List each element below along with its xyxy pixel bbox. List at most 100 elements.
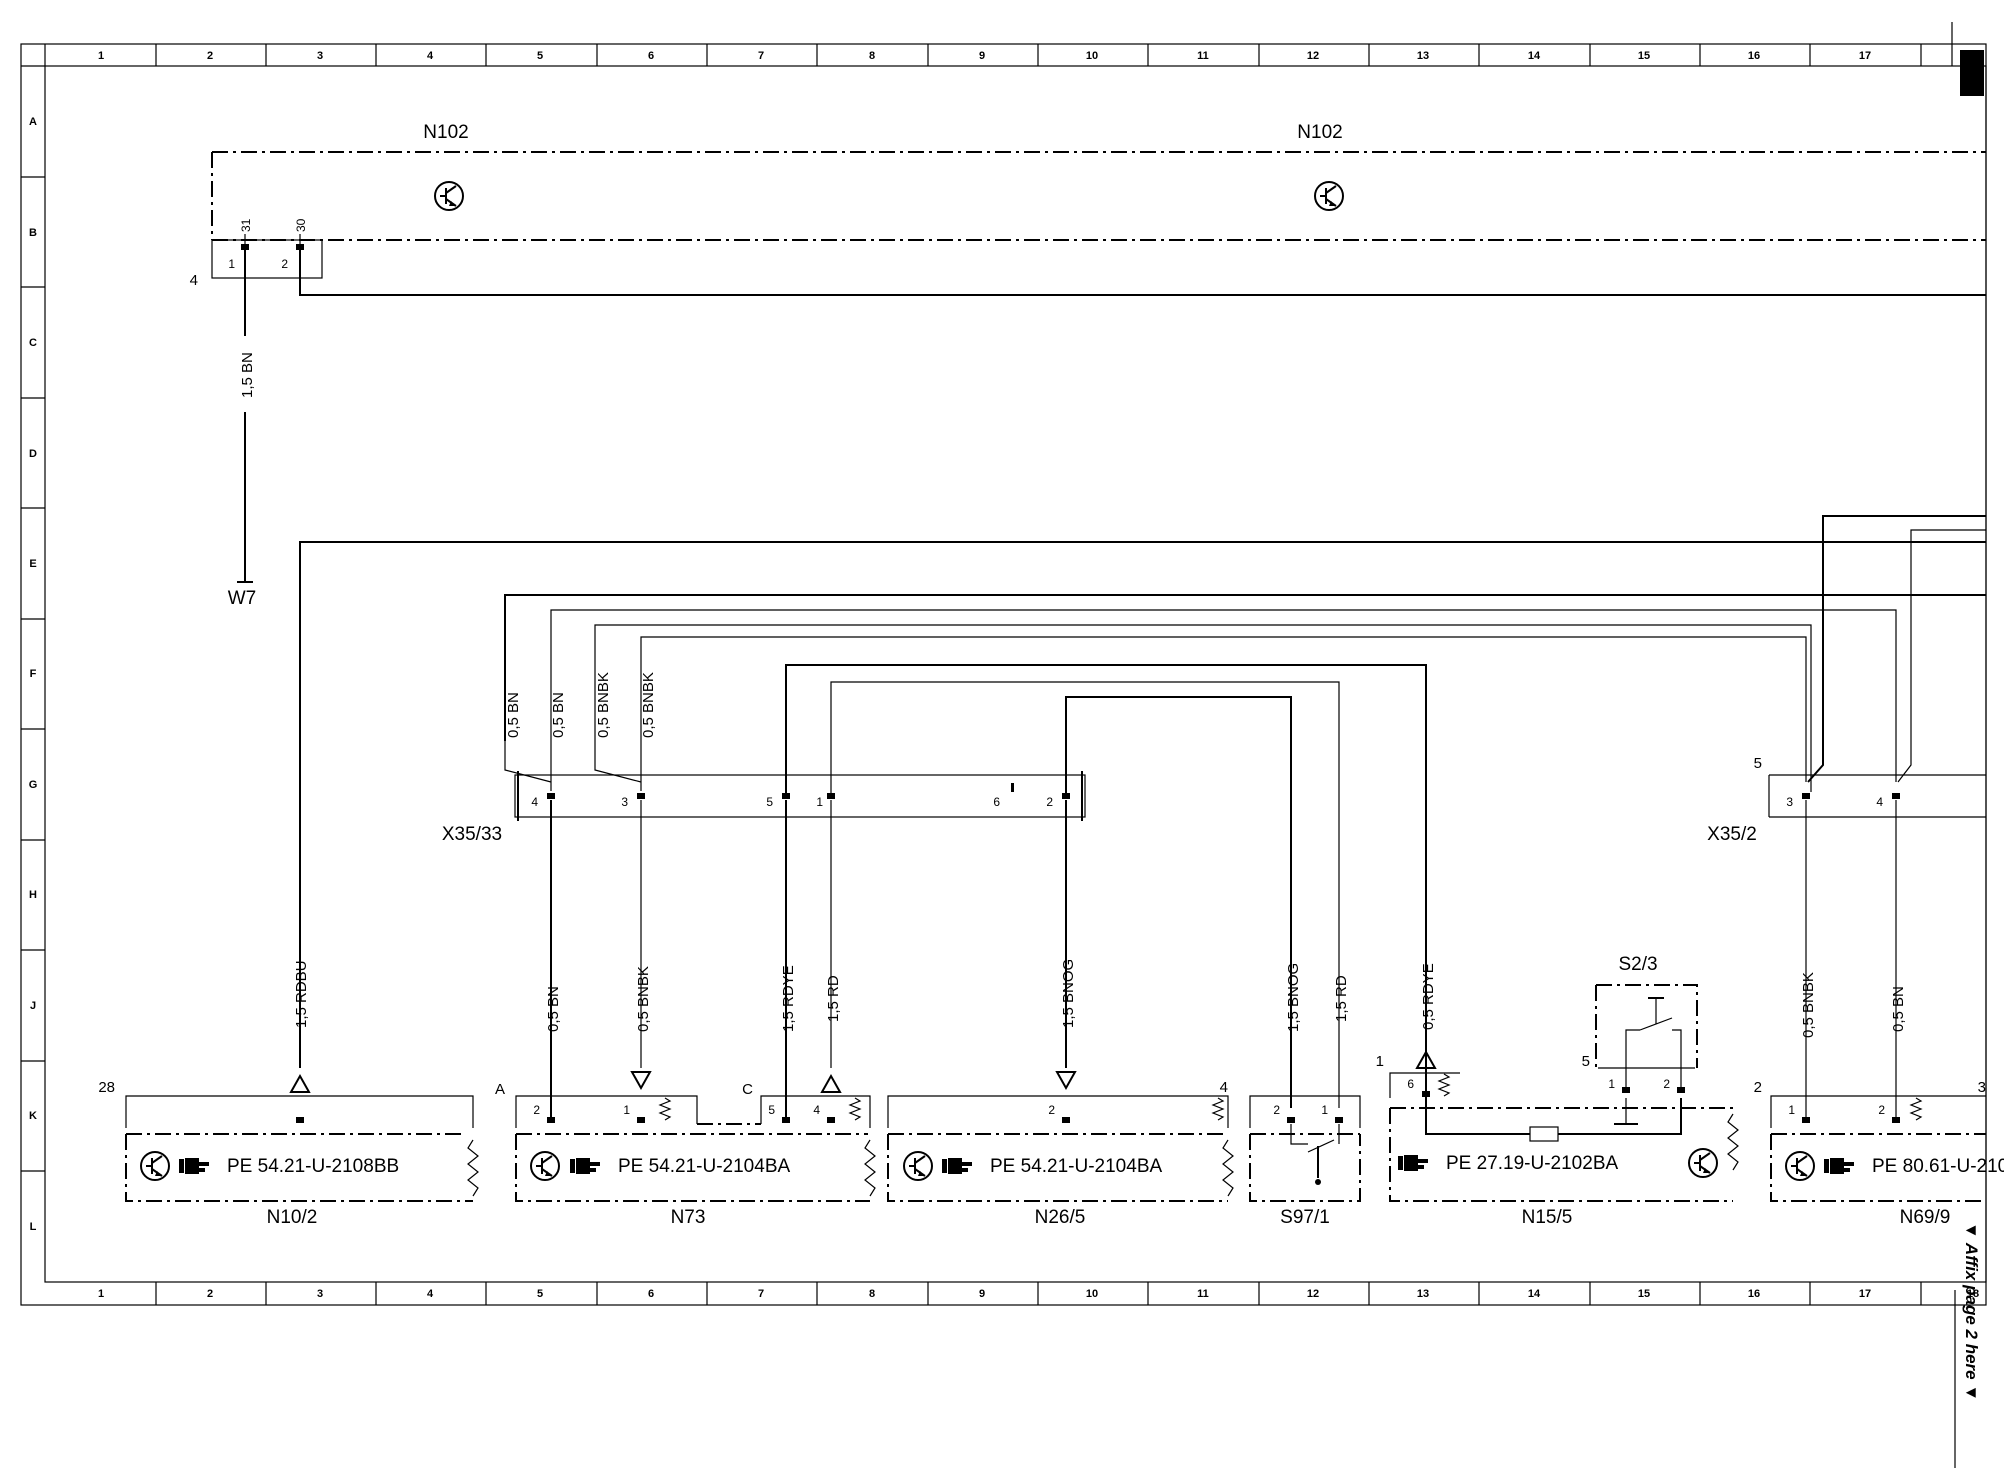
n10-2-reference: PE 54.21-U-2108BB — [227, 1156, 399, 1177]
component-label-n15-5: N15/5 — [1522, 1207, 1573, 1228]
col-label-16: 16 — [1748, 50, 1760, 62]
wire-bn-a — [504, 594, 1986, 741]
col-label-2: 2 — [207, 1288, 213, 1300]
n102-connector-side-label: 4 — [190, 272, 198, 289]
n69-9-side-label: 2 — [1754, 1079, 1762, 1096]
component-label-s97-1: S97/1 — [1280, 1207, 1330, 1228]
drawing-frame — [20, 43, 1987, 1306]
col-label-5: 5 — [537, 50, 543, 62]
col-label-3: 3 — [317, 1288, 323, 1300]
col-label-8: 8 — [869, 1288, 875, 1300]
n102-pin-2: 2 — [281, 257, 288, 271]
n15-5-pin-6: 6 — [1407, 1077, 1414, 1091]
col-label-14: 14 — [1528, 1288, 1541, 1300]
wire-label-bnbk-n69: 0,5 BNBK — [1800, 972, 1817, 1038]
row-label-k: K — [29, 1110, 37, 1122]
transistor-icon — [530, 1151, 560, 1181]
s2-3-side-label: 5 — [1582, 1053, 1590, 1070]
transistor-icon — [140, 1151, 170, 1181]
col-label-4: 4 — [427, 1288, 434, 1300]
wire-x35-2-pin4 — [1897, 529, 1986, 783]
n73-reference: PE 54.21-U-2104BA — [618, 1156, 790, 1177]
col-label-11: 11 — [1197, 50, 1209, 62]
n26-5-side-label: 4 — [1220, 1079, 1228, 1096]
x35-33-pin-6: 6 — [993, 795, 1000, 809]
wire-label-x35-33-4: 0,5 BNBK — [640, 672, 657, 738]
n73-pin-5: 5 — [768, 1103, 775, 1117]
s97-1-pin-1: 1 — [1321, 1103, 1328, 1117]
x35-33-pin-2: 2 — [1046, 795, 1053, 809]
n15-5-side-label: 1 — [1376, 1053, 1384, 1070]
col-label-13: 13 — [1417, 50, 1429, 62]
wire-bnog-loop — [1065, 696, 1292, 1108]
column-ruler-bottom: 1 2 3 4 5 6 7 8 9 10 11 12 13 14 15 16 1… — [98, 1282, 1979, 1305]
wire-bnbk-a — [594, 624, 1812, 792]
x35-2-pin-4: 4 — [1876, 795, 1883, 809]
wire-label-bnog-n26: 1,5 BNOG — [1060, 959, 1077, 1028]
s2-3-pin-2: 2 — [1663, 1077, 1670, 1091]
n73-side-label-a: A — [495, 1081, 505, 1098]
wire-label-rd-s97: 1,5 RD — [1333, 975, 1350, 1022]
wire-rdye-loop — [785, 664, 1427, 1108]
component-label-n26-5: N26/5 — [1035, 1207, 1086, 1228]
col-label-11: 11 — [1197, 1288, 1209, 1300]
col-label-2: 2 — [207, 50, 213, 62]
wire-label-bn-n69: 0,5 BN — [1890, 986, 1907, 1032]
row-label-f: F — [30, 668, 37, 680]
col-label-6: 6 — [648, 50, 654, 62]
component-s97-1 — [1249, 1095, 1361, 1202]
wire-label-bn: 0,5 BN — [545, 986, 562, 1032]
wire-label-rdye: 1,5 RDYE — [780, 965, 797, 1032]
page-corner-marker — [1951, 22, 1984, 1468]
component-n10-2 — [125, 1075, 479, 1202]
transistor-icon — [434, 181, 464, 211]
n10-2-side-label: 28 — [98, 1079, 115, 1096]
col-label-1: 1 — [98, 50, 104, 62]
ground-label-w7: W7 — [228, 588, 257, 609]
col-label-8: 8 — [869, 50, 875, 62]
col-label-13: 13 — [1417, 1288, 1429, 1300]
row-label-c: C — [29, 337, 37, 349]
n102-label-left: N102 — [423, 122, 468, 143]
x35-33-pin-4: 4 — [531, 795, 538, 809]
connector-label-x35-2: X35/2 — [1707, 824, 1757, 845]
wire-bn-b — [550, 609, 1897, 791]
wire-bnbk-b — [640, 636, 1807, 791]
row-ruler-left: A B C D E F G H J K L — [21, 116, 45, 1233]
connector-x35-33 — [514, 771, 1086, 821]
affix-page-note: ▼ Affix page 2 here ▼ — [1962, 1222, 1981, 1401]
component-label-s2-3: S2/3 — [1618, 954, 1657, 975]
wire-stub — [504, 741, 552, 783]
transistor-icon — [1314, 181, 1344, 211]
n69-9-reference: PE 80.61-U-210 — [1872, 1156, 2004, 1177]
col-label-6: 6 — [648, 1288, 654, 1300]
n102-pin-1: 1 — [228, 257, 235, 271]
wire-n10-2-rdbu — [299, 541, 1986, 1068]
n102-terminal-31: 31 — [239, 218, 253, 232]
reference-hand-icon — [570, 1158, 600, 1174]
reference-hand-icon — [942, 1158, 972, 1174]
n73-pin-4: 4 — [813, 1103, 820, 1117]
reference-hand-icon — [179, 1158, 209, 1174]
col-label-5: 5 — [537, 1288, 543, 1300]
n73-pin-2: 2 — [533, 1103, 540, 1117]
col-label-9: 9 — [979, 50, 985, 62]
x35-33-pin-1: 1 — [816, 795, 823, 809]
component-n26-5 — [887, 1071, 1234, 1202]
n26-5-reference: PE 54.21-U-2104BA — [990, 1156, 1162, 1177]
component-n73 — [515, 1071, 876, 1202]
row-label-l: L — [30, 1221, 37, 1233]
col-label-17: 17 — [1859, 1288, 1871, 1300]
n102-module-box — [211, 151, 1986, 241]
reference-hand-icon — [1398, 1155, 1428, 1171]
n102-label-right: N102 — [1297, 122, 1342, 143]
x35-33-pin-3: 3 — [621, 795, 628, 809]
wire-terminal-30 — [299, 250, 1986, 296]
transistor-icon — [903, 1151, 933, 1181]
x35-2-side-label: 5 — [1754, 755, 1762, 772]
s97-1-pin-2: 2 — [1273, 1103, 1280, 1117]
n69-9-pin-2: 2 — [1878, 1103, 1885, 1117]
wire-label-rdye-n15: 0,5 RDYE — [1420, 963, 1437, 1030]
wire-label-x35-33-3: 0,5 BNBK — [595, 672, 612, 738]
